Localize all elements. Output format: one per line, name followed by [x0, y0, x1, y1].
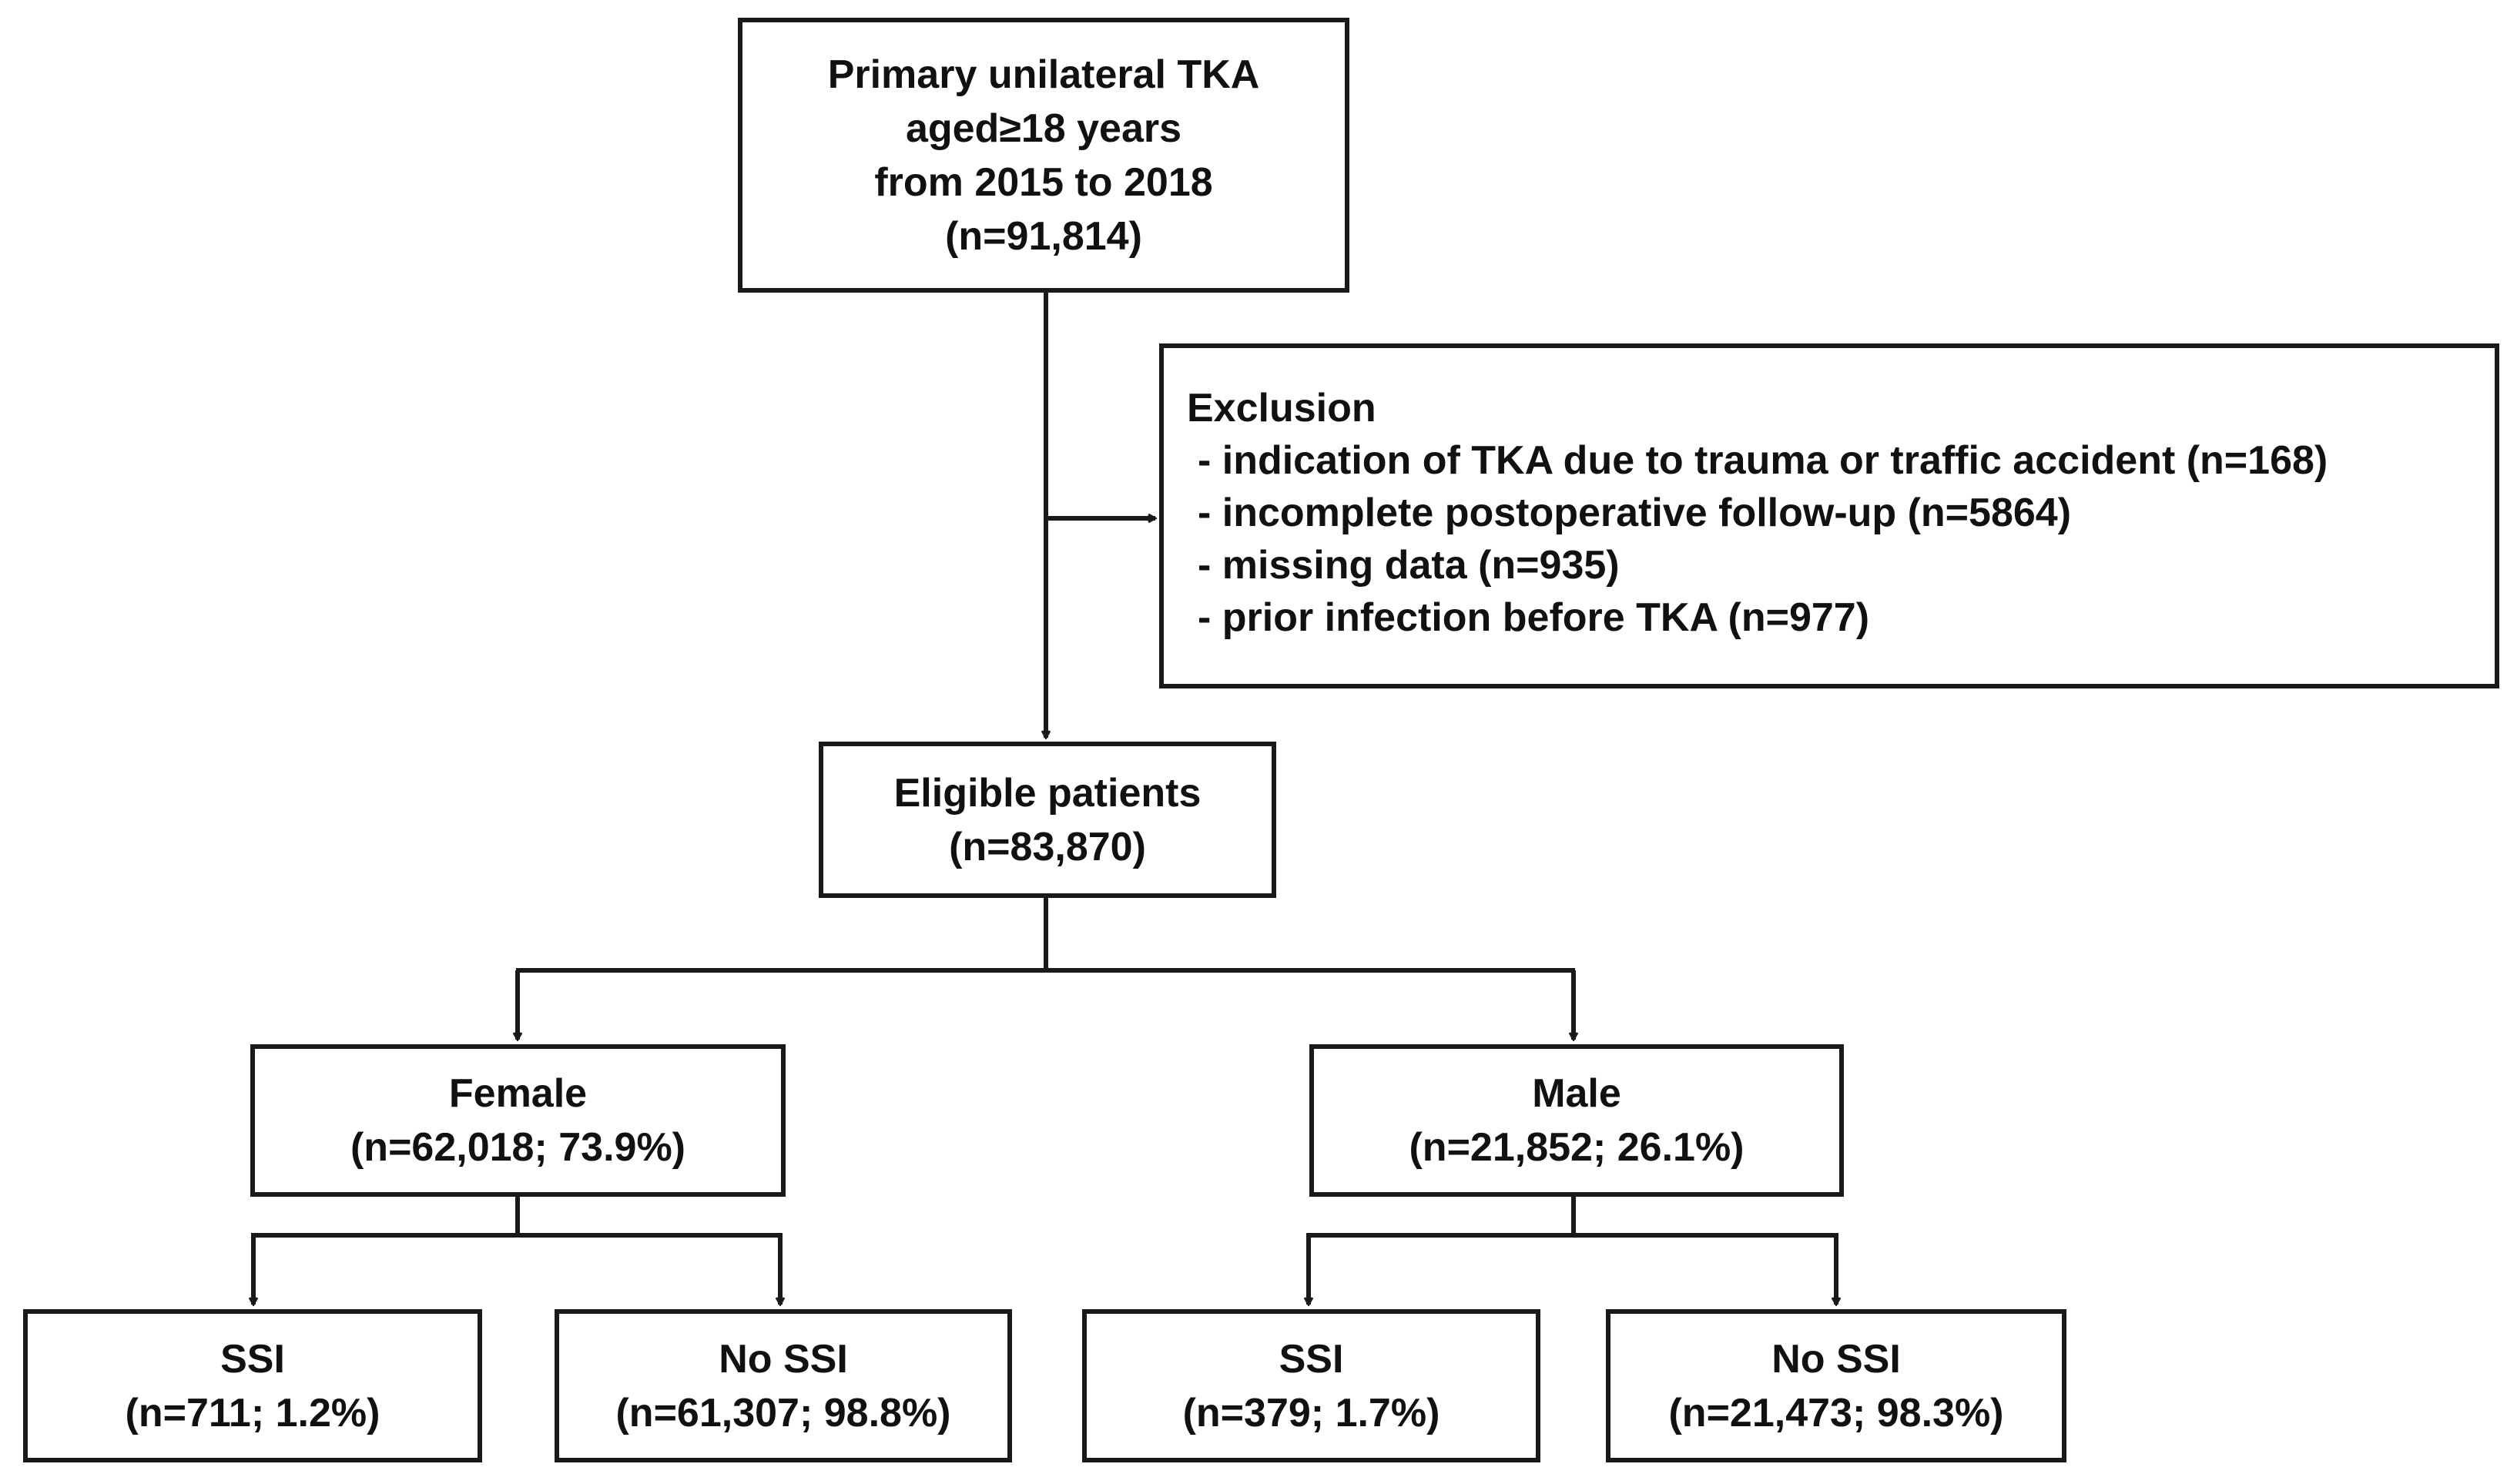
female-ssi-count: (n=711; 1.2%) — [125, 1390, 380, 1435]
female-box: Female (n=62,018; 73.9%) — [250, 1044, 786, 1197]
exclusion-item: - incomplete postoperative follow-up (n=… — [1198, 491, 2072, 535]
female-ssi-box: SSI (n=711; 1.2%) — [23, 1309, 482, 1462]
male-no-ssi-count: (n=21,473; 98.3%) — [1668, 1390, 2004, 1435]
primary-line-2: aged≥18 years — [905, 106, 1182, 151]
male-count: (n=21,852; 26.1%) — [1409, 1125, 1745, 1170]
exclusion-item: - missing data (n=935) — [1198, 543, 1620, 588]
male-ssi-label: SSI — [1279, 1336, 1344, 1382]
female-no-ssi-count: (n=61,307; 98.8%) — [615, 1390, 951, 1435]
primary-count: (n=91,814) — [945, 213, 1142, 259]
primary-line-1: Primary unilateral TKA — [827, 52, 1260, 97]
primary-line-3: from 2015 to 2018 — [874, 159, 1213, 205]
male-label: Male — [1532, 1071, 1621, 1116]
eligible-label: Eligible patients — [893, 770, 1202, 816]
eligible-patients-box: Eligible patients (n=83,870) — [819, 742, 1276, 898]
female-no-ssi-label: No SSI — [719, 1336, 848, 1382]
female-count: (n=62,018; 73.9%) — [350, 1125, 686, 1170]
male-no-ssi-label: No SSI — [1771, 1336, 1901, 1382]
male-no-ssi-box: No SSI (n=21,473; 98.3%) — [1606, 1309, 2066, 1462]
female-label: Female — [448, 1071, 588, 1116]
eligible-count: (n=83,870) — [949, 824, 1146, 869]
exclusion-list: - indication of TKA due to trauma or tra… — [1187, 434, 2328, 644]
female-no-ssi-box: No SSI (n=61,307; 98.8%) — [555, 1309, 1012, 1462]
exclusion-item: - prior infection before TKA (n=977) — [1198, 595, 1870, 640]
male-ssi-box: SSI (n=379; 1.7%) — [1082, 1309, 1540, 1462]
primary-cohort-box: Primary unilateral TKA aged≥18 years fro… — [738, 18, 1349, 293]
exclusion-box: Exclusion - indication of TKA due to tra… — [1159, 343, 2499, 688]
male-box: Male (n=21,852; 26.1%) — [1309, 1044, 1844, 1197]
exclusion-item: - indication of TKA due to trauma or tra… — [1198, 438, 2328, 483]
exclusion-title: Exclusion — [1187, 386, 1376, 430]
female-ssi-label: SSI — [220, 1336, 285, 1382]
male-ssi-count: (n=379; 1.7%) — [1182, 1390, 1440, 1435]
